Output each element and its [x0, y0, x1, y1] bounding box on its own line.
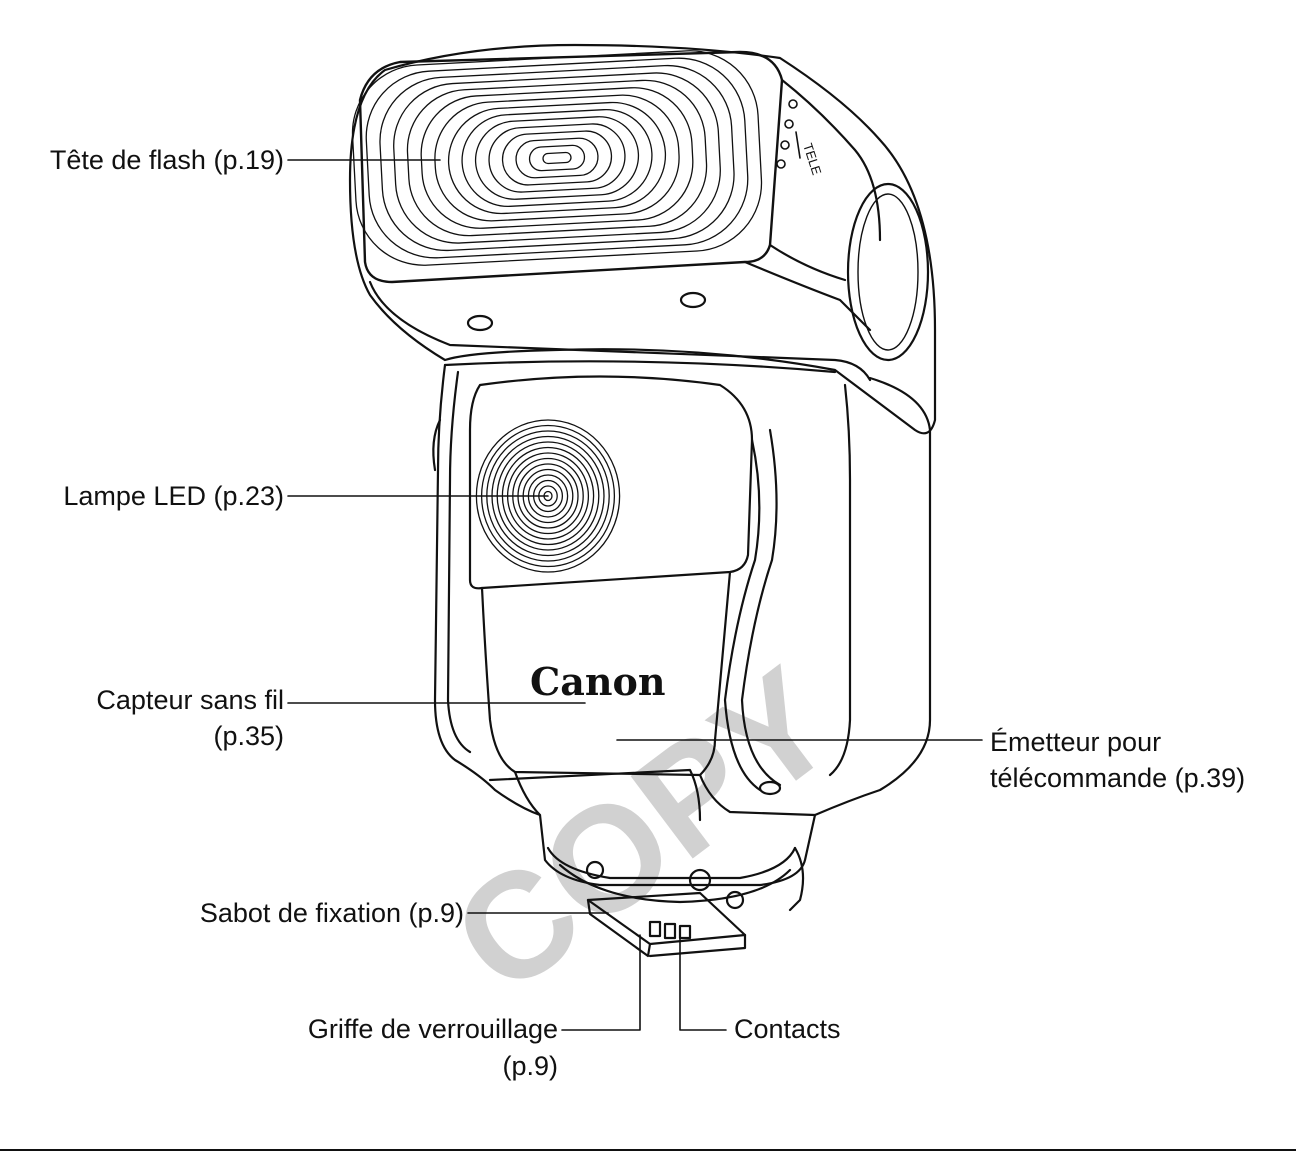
label-capteur-sans-fil: Capteur sans fil [96, 685, 284, 715]
label-capteur-page: (p.35) [213, 721, 284, 751]
canon-logo: Canon [530, 659, 665, 704]
label-emetteur: Émetteur pour [990, 727, 1162, 757]
flash-fresnel-lens [351, 50, 763, 266]
label-telecommande: télécommande (p.39) [990, 763, 1246, 793]
label-sabot-fixation: Sabot de fixation (p.9) [199, 898, 464, 928]
label-griffe-page: (p.9) [502, 1051, 558, 1081]
label-griffe-verrouillage: Griffe de verrouillage [307, 1014, 558, 1044]
leader-contacts [679, 937, 727, 1031]
tele-mark: TELE [800, 141, 824, 177]
label-contacts: Contacts [734, 1014, 841, 1044]
label-lampe-led: Lampe LED (p.23) [63, 481, 284, 511]
leader-griffe [561, 934, 641, 1031]
leader-lines [287, 159, 983, 1031]
zoom-indicator [776, 99, 801, 169]
label-tete-flash: Tête de flash (p.19) [49, 145, 284, 175]
flash-body [432, 360, 932, 958]
flash-head [348, 43, 937, 435]
